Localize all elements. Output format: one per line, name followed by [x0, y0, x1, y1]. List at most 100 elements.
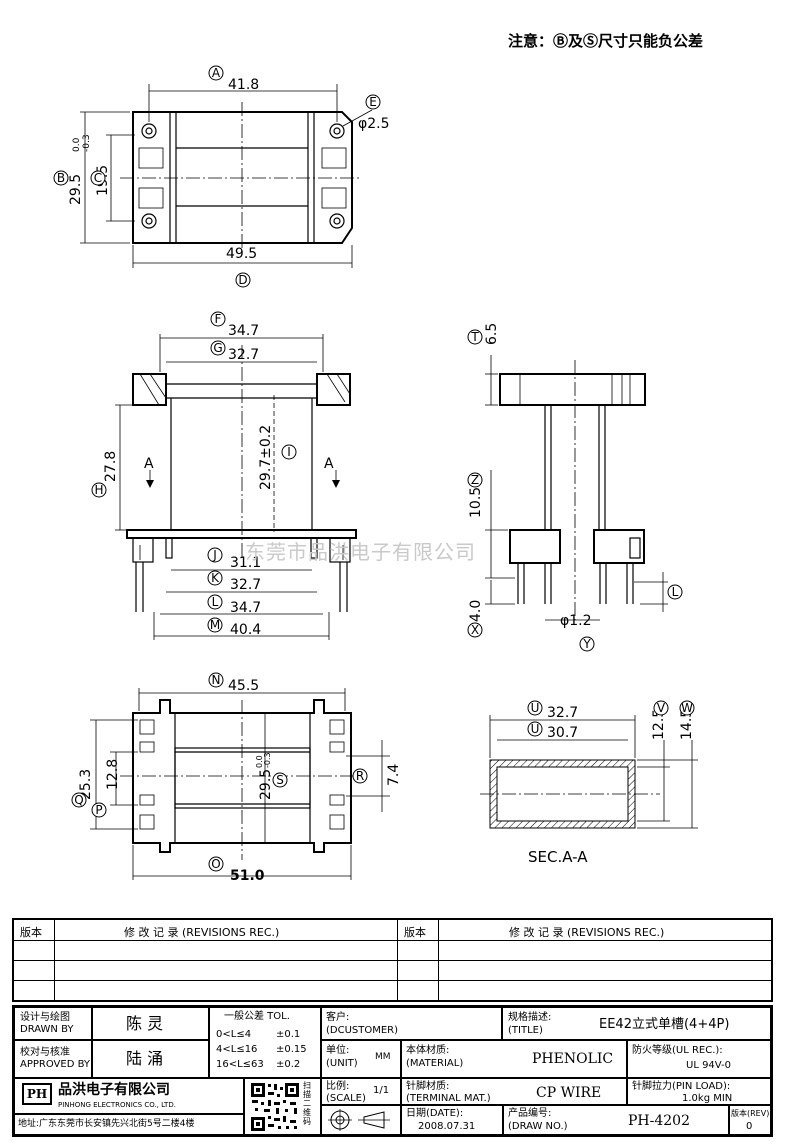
dim-f-value: 34.7	[228, 323, 259, 339]
date-label: 日期(DATE):	[406, 1108, 464, 1119]
dim-i-value: 29.7±0.2	[258, 425, 274, 490]
title-label-cn: 规格描述:	[508, 1012, 552, 1023]
customer-label-en: (DCUSTOMER)	[326, 1025, 399, 1036]
dim-letter-b: B	[57, 171, 65, 185]
unit-label-cn: 单位:	[326, 1045, 350, 1056]
tolerance-title: 一般公差 TOL.	[224, 1011, 290, 1022]
dim-letter-p: P	[95, 803, 102, 817]
customer-label-cn: 客户:	[326, 1012, 350, 1023]
dim-letter-l: L	[212, 595, 219, 609]
dim-s-tol-upper: 0.0	[255, 755, 264, 768]
dim-letter-g: G	[213, 341, 222, 355]
design-label-cn: 设计与绘图	[20, 1012, 70, 1023]
fire-rating-value: UL 94V-0	[686, 1060, 732, 1071]
revisions-version-header-left: 版本	[20, 926, 42, 939]
dim-letter-r: R	[356, 769, 364, 783]
dim-letter-t: T	[470, 330, 479, 344]
tol-value-2: ±0.15	[276, 1044, 307, 1055]
checker-name: 陆 涌	[126, 1049, 164, 1068]
dim-d-value: 49.5	[226, 246, 257, 262]
tol-range-1: 0<L≤4	[216, 1029, 252, 1040]
material-label-cn: 本体材质:	[406, 1045, 450, 1056]
dim-letter-v: V	[657, 701, 666, 715]
dim-u2-value: 30.7	[547, 725, 578, 741]
dim-letter-l-side: L	[672, 585, 679, 599]
dim-letter-q: Q	[74, 793, 83, 807]
scale-value: 1/1	[373, 1085, 390, 1096]
rev-value: 0	[746, 1121, 753, 1132]
qr-caption: 扫描二维码	[303, 1081, 311, 1126]
dim-r-value: 7.4	[386, 764, 402, 786]
dim-g-value: 32.7	[228, 347, 259, 363]
fire-rating-label: 防火等级(UL REC.):	[632, 1045, 723, 1056]
dim-o-value: 51.0	[230, 868, 265, 884]
dim-h-value: 27.8	[103, 451, 119, 482]
tolerance-note: 注意：Ⓑ及Ⓢ尺寸只能负公差	[508, 32, 704, 50]
dim-letter-c: C	[94, 171, 102, 185]
dim-j-value: 31.1	[230, 555, 261, 571]
title-block: 设计与绘图 DRAWN BY 陈 灵 一般公差 TOL. 0<L≤4 ±0.1 …	[12, 1005, 773, 1137]
revisions-record-header-right: 修 改 记 录 (REVISIONS REC.)	[509, 926, 665, 939]
dim-m-value: 40.4	[230, 622, 261, 638]
section-caption: SEC.A-A	[528, 848, 588, 866]
dim-w-value: 14.5	[679, 709, 695, 740]
dim-t-value: 6.5	[484, 323, 500, 345]
dim-s-tol-lower: -0.3	[263, 752, 272, 768]
dim-letter-d: D	[238, 273, 247, 287]
tol-range-3: 16<L≤63	[216, 1059, 264, 1070]
dim-letter-a: A	[212, 66, 221, 80]
dim-e-value: φ2.5	[358, 116, 390, 132]
material-value: PHENOLIC	[532, 1051, 614, 1067]
section-mark-left: A	[144, 456, 154, 472]
dim-p-value: 12.8	[105, 759, 121, 790]
dim-letter-s: S	[276, 773, 284, 787]
rev-label: 版本(REV):	[731, 1109, 773, 1118]
tol-value-3: ±0.2	[276, 1059, 301, 1070]
dim-letter-w: W	[681, 701, 693, 715]
side-view: 6.5 T 10.5 Z 4.0 X φ1.2 Y L	[467, 323, 683, 652]
terminal-label-en: (TERMINAL MAT.)	[406, 1093, 491, 1104]
dim-letter-j: J	[212, 548, 217, 562]
company-logo: PH	[22, 1083, 52, 1105]
unit-value: MM	[375, 1052, 391, 1062]
dim-b-tol-lower: -0.3	[82, 134, 92, 152]
check-label-en: APPROVED BY	[20, 1059, 91, 1070]
projection-symbol-icon	[328, 1109, 390, 1131]
dim-letter-m: M	[210, 618, 220, 632]
company-name-en: PINHONG ELECTRONICS CO., LTD.	[58, 1101, 176, 1109]
scale-label-en: (SCALE)	[326, 1093, 366, 1104]
draw-no-label-cn: 产品编号:	[508, 1108, 552, 1119]
dim-x-value: 4.0	[468, 600, 484, 622]
dim-letter-o: O	[211, 857, 220, 871]
section-view: U 32.7 U 30.7 12.5 V 14.5 W SEC.A-A	[480, 700, 698, 866]
watermark: 东莞市品洪电子有限公司	[245, 540, 476, 564]
revisions-table: 版本 修 改 记 录 (REVISIONS REC.) 版本 修 改 记 录 (…	[12, 918, 773, 1002]
dim-letter-y: Y	[582, 637, 591, 651]
dim-letter-i: I	[287, 445, 291, 459]
dim-z-value: 10.5	[468, 487, 484, 518]
dim-b-tol-upper: 0.0	[72, 137, 82, 152]
draw-no-label-en: (DRAW NO.)	[508, 1121, 568, 1132]
dim-letter-z: Z	[471, 473, 479, 487]
dim-u-value: 32.7	[547, 705, 578, 721]
dim-letter-f: F	[215, 312, 222, 326]
pin-load-value: 1.0kg MIN	[682, 1093, 733, 1104]
date-value: 2008.07.31	[418, 1121, 476, 1132]
dim-b-value: 29.5	[68, 174, 84, 205]
top-view: A 41.8 49.5 D 29.5 0.0 -0.3 B 19.5 C E φ…	[53, 65, 390, 288]
title-label-en: (TITLE)	[508, 1025, 543, 1036]
draw-no-value: PH-4202	[628, 1113, 690, 1129]
material-label-en: (MATERIAL)	[406, 1058, 464, 1069]
pin-load-label: 针脚拉力(PIN LOAD):	[632, 1081, 731, 1092]
technical-drawing: A 41.8 49.5 D 29.5 0.0 -0.3 B 19.5 C E φ…	[53, 65, 698, 884]
tol-range-2: 4<L≤16	[216, 1044, 258, 1055]
dim-l-value: 34.7	[230, 600, 261, 616]
dim-letter-u: U	[531, 701, 540, 715]
dim-n-value: 45.5	[228, 678, 259, 694]
front-view: A A F 34.7 G 32.7 27.8 H 29.7±0.2 I J 31…	[91, 311, 357, 640]
company-address: 地址:广东东莞市长安镇先兴北街5号二楼4楼	[18, 1119, 195, 1129]
dim-letter-h: H	[94, 483, 103, 497]
dim-letter-n: N	[212, 673, 221, 687]
terminal-value: CP WIRE	[536, 1085, 602, 1101]
dim-letter-e: E	[369, 95, 377, 109]
